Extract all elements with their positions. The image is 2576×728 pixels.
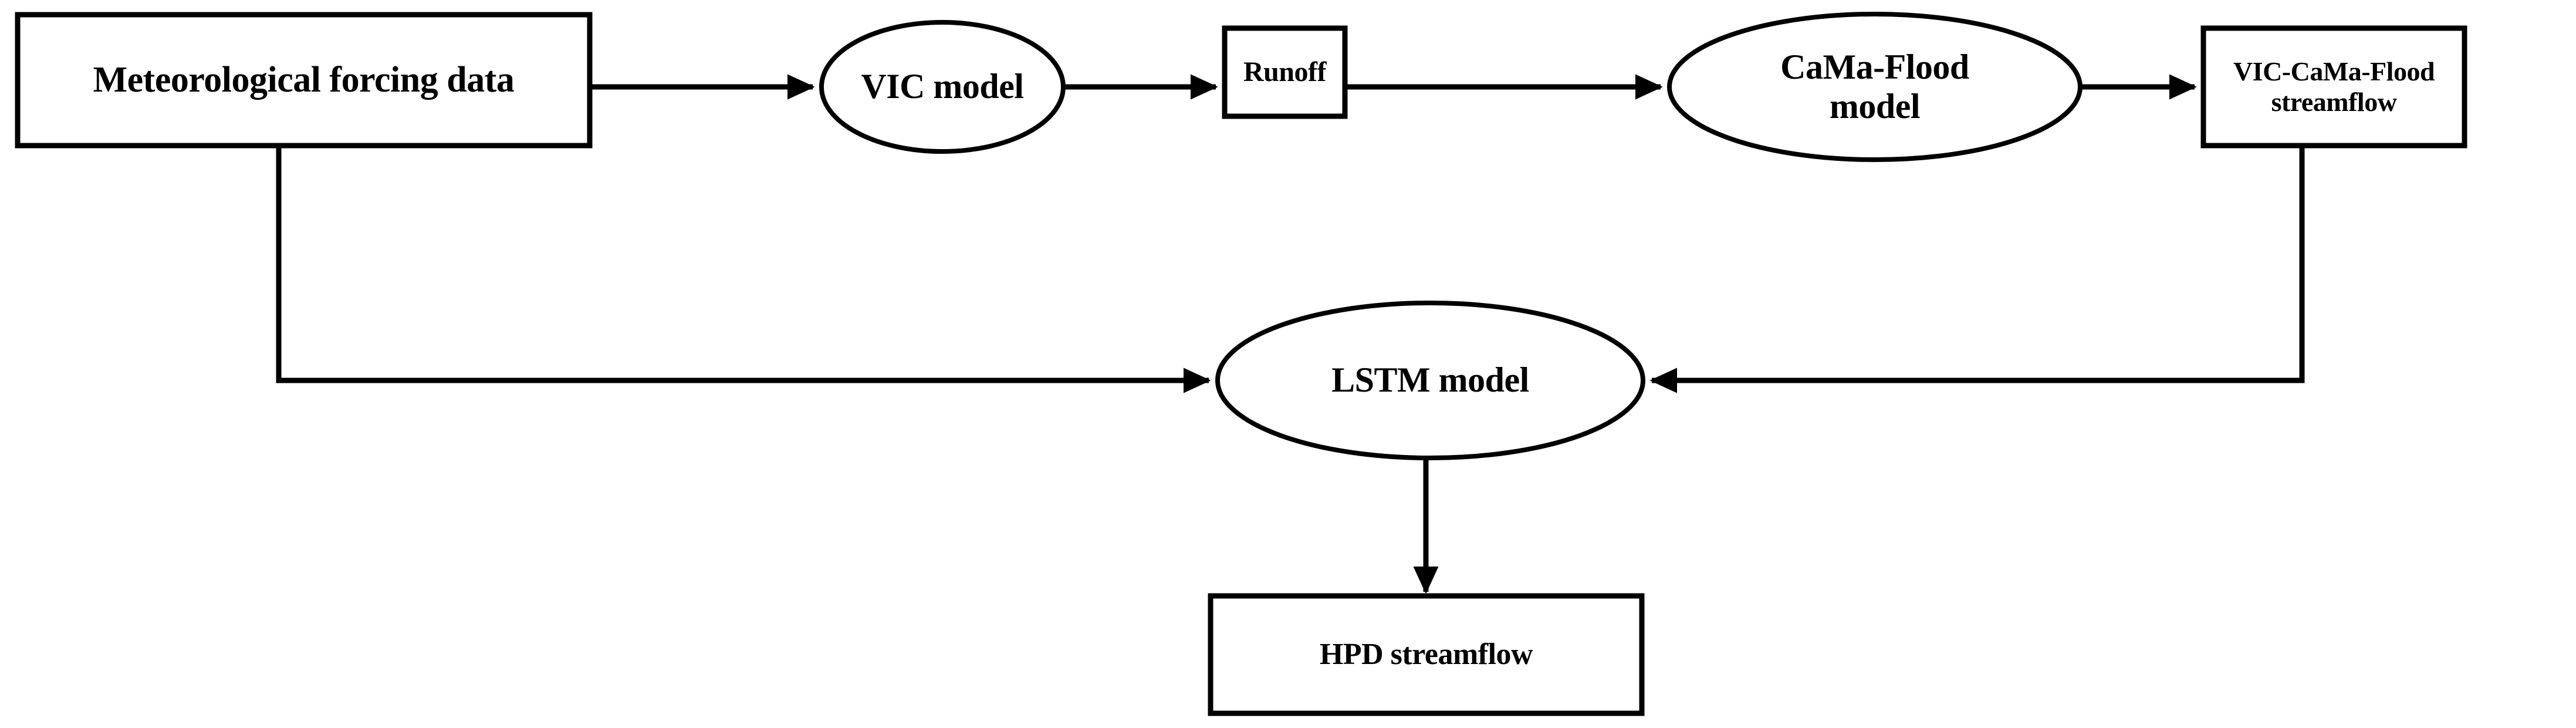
node-shape-cama-flood-model[interactable] [1667,12,2083,162]
edge-vic-cama-streamflow-to-lstm [1649,146,2305,393]
node-shape-vic-cama-flood-streamflow[interactable] [2200,25,2467,149]
edges-layer [276,74,2305,594]
node-shape-lstm-model[interactable] [1215,301,1645,460]
node-shape-hpd-streamflow[interactable] [1208,593,1645,716]
nodes-layer [15,12,2467,716]
edge-forcing-to-lstm [276,146,1211,393]
node-shape-runoff[interactable] [1222,25,1348,119]
node-shape-meteorological-forcing-data[interactable] [15,12,593,149]
node-shape-vic-model[interactable] [819,20,1066,154]
